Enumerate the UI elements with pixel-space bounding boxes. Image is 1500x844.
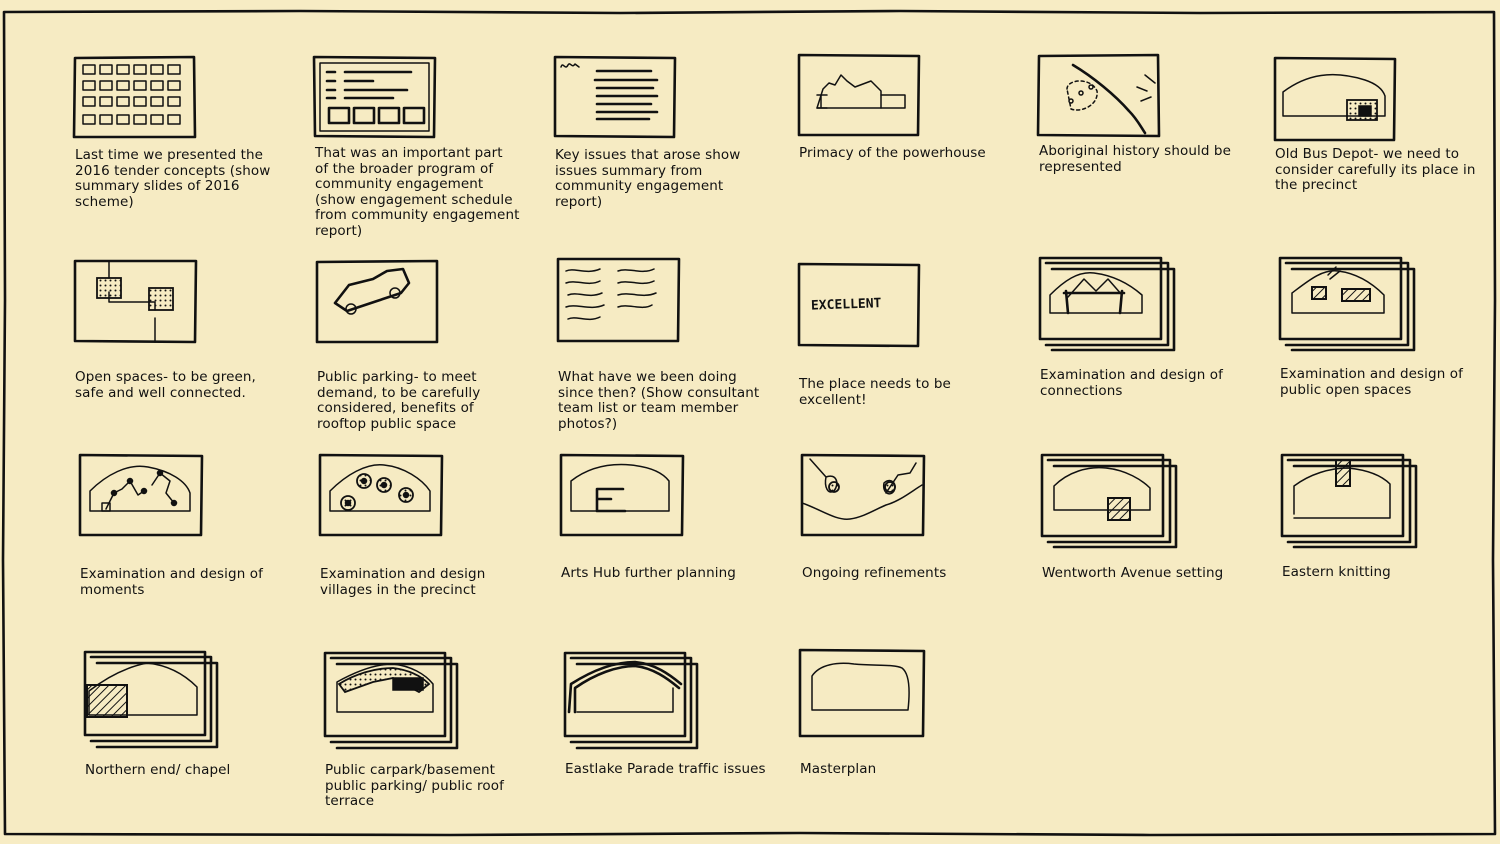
- panel-caption: Old Bus Depot- we need to consider caref…: [1275, 146, 1476, 193]
- wentworth-avenue-icon: [1040, 453, 1180, 549]
- public-open-spaces-icon: [1278, 256, 1418, 352]
- panel-caption: Key issues that arose show issues summar…: [555, 147, 741, 210]
- panel-caption: Public parking- to meet demand, to be ca…: [317, 369, 481, 432]
- excellent-sketch-text: EXCELLENT: [811, 296, 882, 313]
- panel-caption: What have we been doing since then? (Sho…: [558, 369, 760, 432]
- carpark-icon: [323, 651, 463, 750]
- river-map-icon: [1036, 53, 1177, 148]
- panel-caption: Last time we presented the 2016 tender c…: [75, 147, 271, 210]
- bus-depot-icon: [1273, 56, 1413, 151]
- panel-caption: That was an important part of the broade…: [315, 145, 520, 239]
- grid-of-slides-icon: [72, 55, 213, 150]
- panel-caption: Examination and design of connections: [1040, 367, 1223, 399]
- panel-caption: Examination and design of moments: [80, 566, 263, 598]
- panel-caption: Aboriginal history should be represented: [1039, 143, 1231, 175]
- panel-caption: Primacy of the powerhouse: [799, 145, 986, 161]
- refinements-icon: [800, 453, 940, 548]
- panel-caption: Masterplan: [800, 761, 877, 777]
- panel-caption: Open spaces- to be green, safe and well …: [75, 369, 256, 401]
- panel-caption: Ongoing refinements: [802, 565, 947, 581]
- panel-caption: Wentworth Avenue setting: [1042, 565, 1224, 581]
- panel-caption: Examination and design of public open sp…: [1280, 366, 1463, 398]
- team-list-icon: [556, 257, 696, 352]
- arts-hub-icon: [559, 453, 699, 548]
- panel-caption: Northern end/ chapel: [85, 762, 231, 778]
- masterplan-icon: [798, 648, 938, 743]
- text-summary-icon: [553, 55, 693, 150]
- panel-caption: Arts Hub further planning: [561, 565, 736, 581]
- panel-caption: Examination and design villages in the p…: [320, 566, 486, 598]
- northern-end-icon: [83, 650, 223, 749]
- schedule-icon: [312, 55, 453, 150]
- powerhouse-icon: [797, 53, 937, 148]
- panel-caption: Eastlake Parade traffic issues: [565, 761, 766, 777]
- eastern-knitting-icon: [1280, 453, 1420, 549]
- connections-icon: [1038, 256, 1178, 352]
- panel-caption: The place needs to be excellent!: [799, 376, 951, 408]
- moments-icon: [78, 453, 218, 548]
- traffic-icon: [563, 651, 703, 750]
- open-spaces-icon: [73, 258, 213, 353]
- car-icon: [315, 259, 455, 354]
- villages-icon: [318, 453, 458, 548]
- panel-caption: Eastern knitting: [1282, 564, 1391, 580]
- excellent-icon: EXCELLENT: [797, 262, 937, 357]
- panel-caption: Public carpark/basement public parking/ …: [325, 762, 504, 809]
